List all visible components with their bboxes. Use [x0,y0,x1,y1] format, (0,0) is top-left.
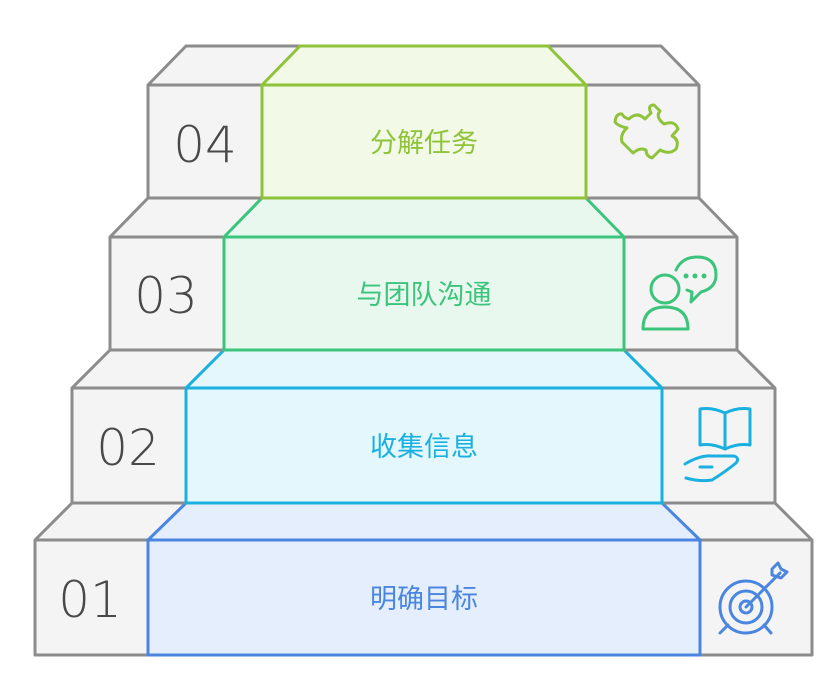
puzzle-icon [613,103,680,160]
target-icon [718,561,789,635]
step-03-top-face [222,196,626,239]
step-04-top-face [260,44,588,87]
step-01-front-face [146,538,702,657]
step-02-top-face [184,348,664,390]
step-label: 明确目标 [370,584,478,615]
step-04-front-face [260,83,588,200]
step-02: 02 收集信息 [70,348,777,505]
step-04: 04 分解任务 [146,44,701,200]
step-number: 02 [96,419,160,477]
step-01: 01 明确目标 [33,501,814,657]
step-label: 收集信息 [370,432,478,463]
book-hand-icon [683,407,752,483]
step-number: 04 [173,116,237,174]
step-02-front-face [184,386,664,505]
step-label: 与团队沟通 [357,280,492,311]
step-number: 01 [58,571,122,629]
step-label: 分解任务 [370,128,478,159]
person-chat-icon [641,255,718,331]
step-01-top-face [146,501,702,542]
step-03: 03 与团队沟通 [108,196,739,352]
step-number: 03 [134,267,198,325]
step-03-front-face [222,235,626,352]
